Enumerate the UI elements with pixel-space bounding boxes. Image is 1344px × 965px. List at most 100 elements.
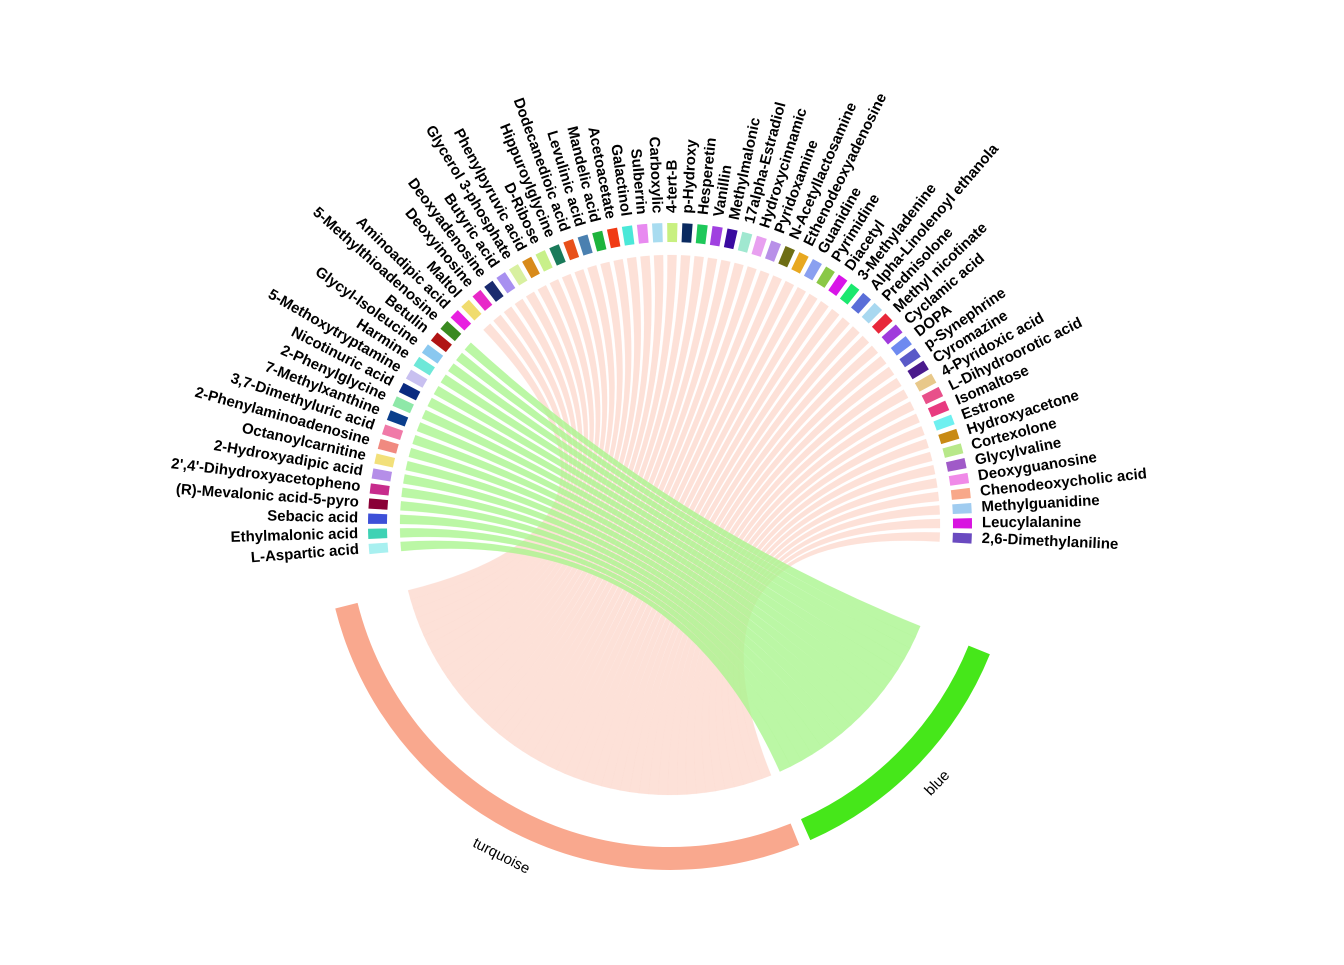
link-turquoise-28	[582, 308, 840, 784]
metabolite-label: 2,6-Dimethylaniline	[981, 530, 1118, 553]
link-blue-9	[416, 422, 877, 709]
block-56	[927, 400, 950, 418]
block-64	[952, 518, 972, 529]
link-turquoise-41	[701, 451, 933, 793]
block-51	[890, 336, 912, 356]
group-label-turquoise: turquoise	[470, 834, 533, 877]
metabolite-label: Methylguanidine	[981, 492, 1100, 516]
block-57	[933, 414, 955, 431]
block-48	[861, 302, 883, 324]
block-37	[723, 228, 738, 250]
metabolite-label: Leucylalanine	[982, 514, 1081, 532]
block-19	[472, 289, 493, 311]
block-16	[440, 321, 462, 342]
block-55	[921, 386, 944, 405]
link-turquoise-33	[629, 355, 887, 794]
block-53	[907, 360, 929, 380]
block-43	[803, 258, 822, 281]
block-52	[899, 348, 921, 368]
block-54	[914, 373, 937, 392]
block-38	[737, 231, 753, 253]
link-turquoise-21	[522, 266, 757, 757]
link-turquoise-30	[601, 326, 860, 789]
block-49	[871, 313, 893, 334]
metabolite-label: Ethylmalonic acid	[230, 525, 358, 546]
group-arcs	[335, 602, 990, 871]
link-turquoise-29	[591, 317, 850, 787]
link-blue-3	[400, 500, 823, 755]
link-blue-2	[399, 514, 813, 762]
block-0	[368, 542, 389, 555]
block-42	[791, 252, 809, 274]
block-41	[778, 245, 795, 268]
link-turquoise-16	[484, 255, 691, 729]
block-9	[386, 410, 409, 427]
link-turquoise-38	[677, 413, 920, 796]
block-61	[948, 472, 970, 486]
block-10	[392, 396, 414, 414]
block-39	[751, 235, 767, 257]
block-25	[549, 244, 566, 266]
block-22	[509, 264, 528, 286]
block-60	[945, 458, 967, 472]
block-32	[651, 223, 663, 243]
link-turquoise-2	[413, 306, 573, 619]
link-blue-16	[464, 342, 921, 638]
block-47	[851, 292, 871, 314]
metabolite-label: p-Hydroxy	[679, 138, 700, 214]
block-29	[606, 227, 621, 249]
link-turquoise-27	[573, 300, 829, 781]
block-2	[368, 513, 388, 524]
link-turquoise-34	[638, 366, 895, 795]
block-40	[764, 240, 782, 262]
link-turquoise-20	[514, 262, 744, 752]
block-31	[636, 223, 649, 244]
block-30	[621, 225, 635, 246]
link-turquoise-37	[667, 401, 915, 796]
metabolite-label: Carboxylic	[645, 136, 665, 213]
block-28	[592, 230, 607, 252]
group-arc-blue	[800, 645, 990, 841]
block-14	[421, 344, 444, 364]
group-arc-turquoise	[335, 602, 800, 871]
group-label-blue: blue	[921, 767, 953, 799]
block-36	[709, 226, 723, 247]
link-turquoise-42	[708, 464, 936, 792]
block-24	[535, 250, 553, 272]
block-6	[374, 453, 396, 468]
metabolite-blocks	[368, 223, 972, 555]
block-12	[405, 369, 428, 388]
link-blue-6	[405, 460, 852, 734]
block-18	[461, 299, 482, 321]
block-65	[952, 532, 972, 544]
link-turquoise-39	[685, 426, 925, 795]
block-11	[398, 382, 421, 401]
block-13	[413, 356, 435, 376]
block-15	[430, 332, 452, 353]
block-23	[522, 256, 540, 279]
block-33	[667, 223, 678, 243]
block-34	[681, 223, 693, 243]
block-3	[368, 498, 389, 510]
block-50	[881, 324, 903, 345]
metabolite-label: Sebacic acid	[267, 508, 358, 527]
link-blue-13	[440, 374, 905, 670]
link-turquoise-32	[619, 345, 879, 793]
block-1	[368, 528, 388, 540]
block-27	[577, 234, 593, 256]
link-blue-12	[433, 385, 899, 680]
block-46	[839, 283, 860, 305]
metabolite-label: 4-tert-B	[663, 159, 680, 213]
block-20	[484, 280, 504, 302]
block-35	[695, 224, 708, 245]
block-62	[950, 487, 971, 500]
block-59	[942, 443, 964, 458]
block-5	[371, 468, 393, 482]
links-layer	[399, 254, 941, 796]
block-17	[450, 310, 472, 331]
block-58	[938, 428, 960, 445]
block-44	[816, 266, 835, 288]
link-blue-14	[447, 363, 911, 660]
